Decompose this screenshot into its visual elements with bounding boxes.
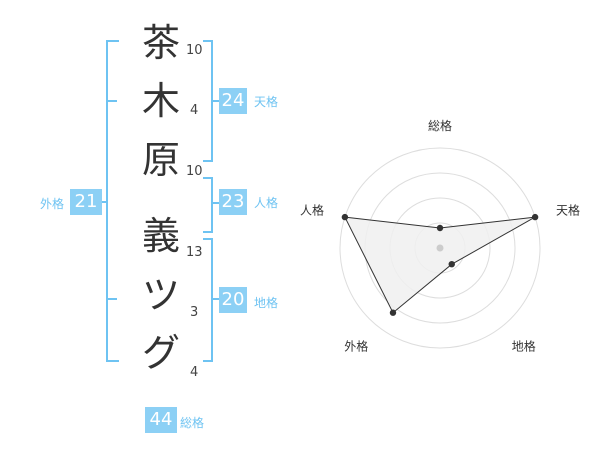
stroke-count-5: 3 bbox=[190, 305, 199, 320]
radar-point-2 bbox=[531, 213, 539, 221]
radar-axis-label-3: 地格 bbox=[512, 339, 536, 354]
gaikaku-bracket bbox=[106, 40, 119, 362]
soukaku-label: 総格 bbox=[180, 416, 205, 430]
radar-ring bbox=[339, 147, 541, 349]
radar-axis-label-2: 天格 bbox=[556, 202, 580, 217]
stroke-count-2: 4 bbox=[190, 103, 199, 118]
gaikaku-value: 21 bbox=[70, 189, 102, 215]
tenkaku-label: 天格 bbox=[254, 95, 279, 109]
bracket-stub bbox=[213, 202, 219, 204]
jinkaku-value: 23 bbox=[219, 189, 247, 215]
jinkaku-label: 人格 bbox=[254, 196, 279, 210]
bracket-tick bbox=[106, 100, 117, 102]
radar-axis-label-4: 外格 bbox=[344, 339, 368, 354]
bracket-stub bbox=[213, 298, 219, 300]
stroke-count-1: 10 bbox=[186, 43, 203, 58]
name-char-1: 茶 bbox=[141, 21, 180, 65]
tenkaku-value: 24 bbox=[219, 88, 247, 114]
radar-points bbox=[341, 213, 539, 316]
stroke-count-3: 10 bbox=[186, 164, 203, 179]
name-char-4: 義 bbox=[141, 214, 180, 258]
chikaku-label: 地格 bbox=[254, 296, 279, 310]
jinkaku-bracket bbox=[203, 177, 213, 233]
chikaku-bracket bbox=[203, 238, 213, 362]
radar-point-5 bbox=[341, 213, 349, 221]
bracket-tick bbox=[106, 298, 117, 300]
stroke-count-6: 4 bbox=[190, 365, 199, 380]
radar-axis-label-5: 人格 bbox=[300, 202, 324, 217]
radar-point-4 bbox=[389, 309, 397, 316]
name-char-6: グ bbox=[141, 331, 180, 375]
chikaku-value: 20 bbox=[219, 287, 247, 313]
tenkaku-bracket bbox=[203, 40, 213, 162]
radar-center-dot bbox=[436, 244, 444, 252]
radar-point-1 bbox=[436, 224, 444, 232]
radar-point-3 bbox=[448, 260, 455, 268]
bracket-stub bbox=[100, 201, 106, 203]
name-char-3: 原 bbox=[141, 138, 180, 182]
gaikaku-label: 外格 bbox=[40, 197, 65, 211]
bracket-stub bbox=[213, 100, 219, 102]
name-char-5: ツ bbox=[141, 273, 180, 317]
soukaku-value: 44 bbox=[145, 407, 177, 433]
radar-axis-label-1: 総格 bbox=[428, 118, 452, 133]
stroke-count-4: 13 bbox=[186, 245, 203, 260]
name-char-2: 木 bbox=[141, 79, 180, 123]
radar-area bbox=[344, 216, 536, 314]
